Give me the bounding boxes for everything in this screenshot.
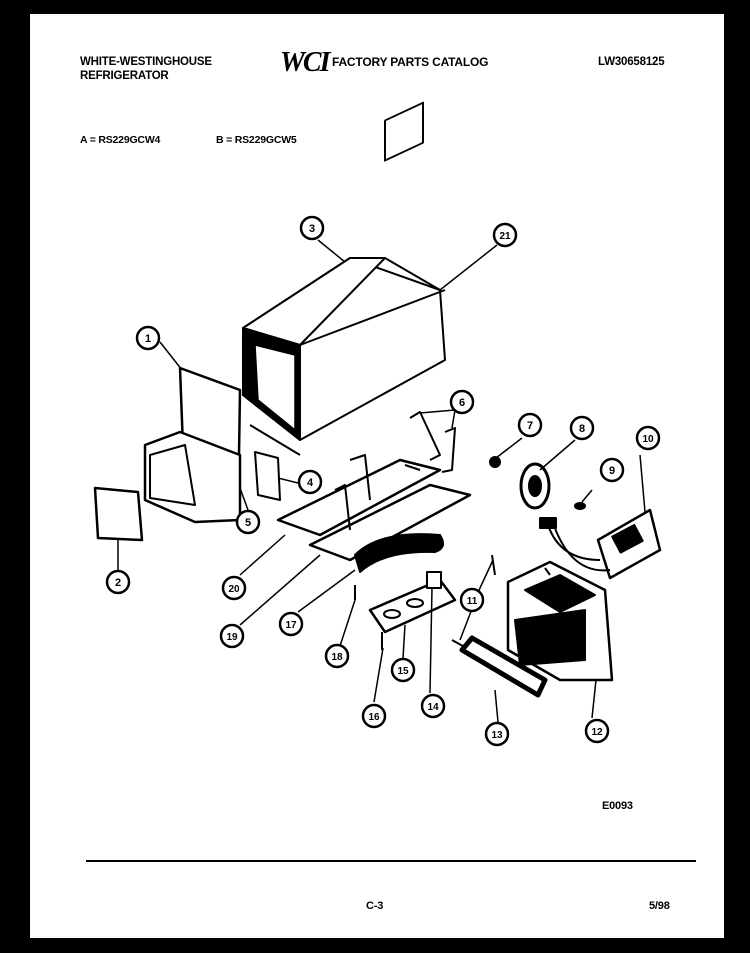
model-b: B = RS229GCW5: [216, 134, 297, 146]
catalog-number: LW30658125: [598, 56, 665, 68]
callout-19: 19: [226, 632, 238, 643]
washer-drawing: [574, 502, 586, 510]
catalog-title: FACTORY PARTS CATALOG: [332, 55, 489, 69]
callout-2: 2: [115, 577, 121, 589]
callout-18: 18: [331, 652, 343, 663]
housing-drawing: [506, 560, 614, 682]
callout-9: 9: [609, 465, 615, 477]
callout-7: 7: [527, 420, 533, 432]
callout-14: 14: [427, 702, 439, 713]
callout-11: 11: [467, 596, 478, 607]
nut-drawing: [489, 456, 501, 468]
callout-16: 16: [368, 712, 380, 723]
callout-8: 8: [579, 423, 585, 435]
callout-15: 15: [397, 666, 409, 677]
callout-4: 4: [307, 477, 314, 489]
arm-left-drawing: [409, 411, 441, 461]
brand-name: WHITE-WESTINGHOUSE: [80, 56, 212, 68]
drawing-code: E0093: [602, 800, 633, 812]
callout-21: 21: [499, 231, 511, 242]
callout-5: 5: [245, 517, 251, 529]
callout-3: 3: [309, 223, 315, 235]
callout-12: 12: [591, 727, 603, 738]
footer-rule: [86, 860, 696, 862]
callout-6: 6: [459, 397, 465, 409]
heater-drawing: [354, 533, 445, 573]
label-plate-drawing: [93, 486, 144, 542]
page-number: C-3: [366, 900, 384, 912]
ejector-assembly-drawing: [276, 454, 472, 562]
thermostat-drawing: [426, 571, 442, 589]
callout-circles: [105, 215, 661, 747]
front-panel-drawing: [143, 366, 242, 524]
leader-lines: [117, 239, 646, 723]
callout-17: 17: [285, 620, 297, 631]
callout-13: 13: [491, 730, 503, 741]
screw-11a-drawing: [491, 554, 496, 576]
callout-10: 10: [642, 434, 654, 445]
wci-logo: WCI: [280, 47, 330, 78]
gasket-drawing: [459, 635, 548, 698]
arm-right-drawing: [441, 427, 456, 473]
revision-date: 5/98: [649, 900, 670, 912]
model-a: A = RS229GCW4: [80, 134, 161, 146]
ice-bucket-drawing: [242, 101, 446, 456]
callout-20: 20: [228, 584, 240, 595]
bracket-drawing: [254, 451, 281, 501]
control-module-drawing: [539, 508, 662, 580]
callout-1: 1: [145, 333, 151, 345]
product-type: REFRIGERATOR: [80, 70, 169, 82]
